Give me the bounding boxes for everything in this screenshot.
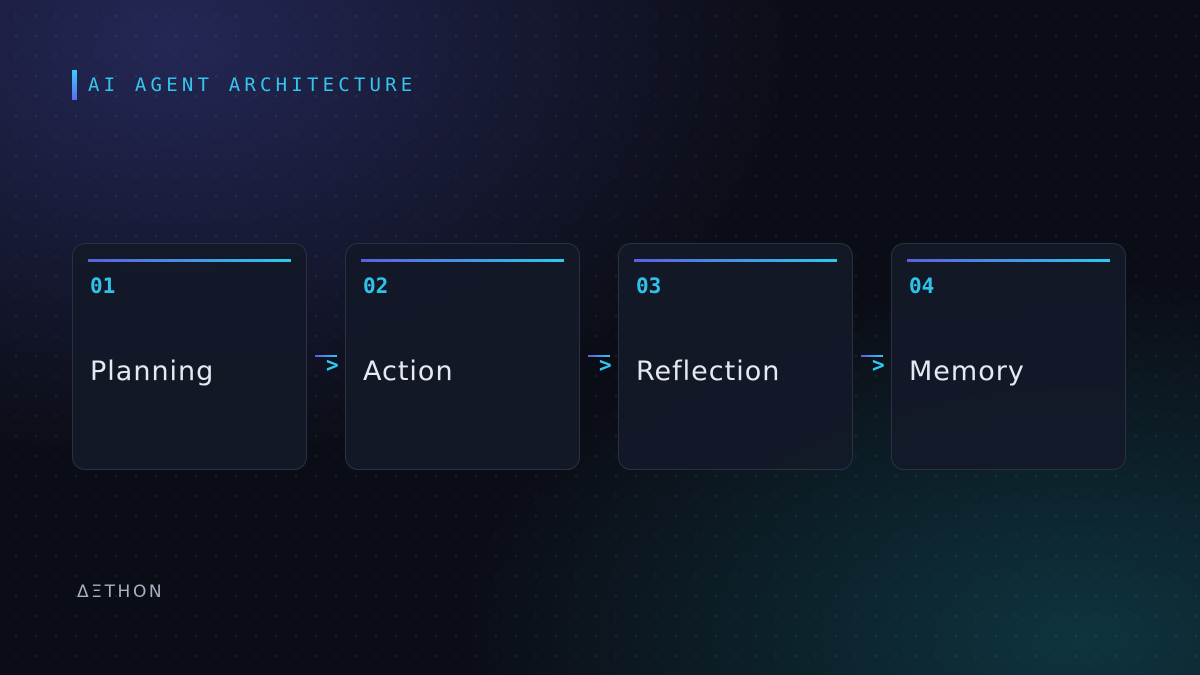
connector-arrowhead: > (599, 353, 612, 377)
connector-arrowhead: > (872, 353, 885, 377)
card-accent-line (361, 259, 564, 262)
step-card-memory: 04 Memory (891, 243, 1126, 470)
card-accent-line (907, 259, 1110, 262)
step-number: 03 (636, 274, 662, 298)
section-title: AI AGENT ARCHITECTURE (88, 74, 417, 96)
header-accent-bar (72, 70, 77, 100)
step-card-reflection: 03 Reflection (618, 243, 853, 470)
step-card-action: 02 Action (345, 243, 580, 470)
step-number: 02 (363, 274, 389, 298)
step-label: Memory (909, 356, 1025, 387)
step-number: 01 (90, 274, 116, 298)
connector-line (315, 355, 337, 357)
step-label: Reflection (636, 356, 781, 387)
step-card-planning: 01 Planning (72, 243, 307, 470)
connector-line (588, 355, 610, 357)
step-label: Action (363, 356, 454, 387)
step-label: Planning (90, 356, 215, 387)
connector-arrowhead: > (326, 353, 339, 377)
card-accent-line (634, 259, 837, 262)
arrow-right-icon: > (583, 351, 619, 377)
connector-line (861, 355, 883, 357)
architecture-flow: 01 Planning > 02 Action > 03 Reflection … (72, 243, 1128, 472)
card-accent-line (88, 259, 291, 262)
section-header: AI AGENT ARCHITECTURE (72, 70, 416, 100)
arrow-right-icon: > (310, 351, 346, 377)
arrow-right-icon: > (856, 351, 892, 377)
step-number: 04 (909, 274, 935, 298)
brand-logo: ΔΞTHON (77, 582, 165, 602)
